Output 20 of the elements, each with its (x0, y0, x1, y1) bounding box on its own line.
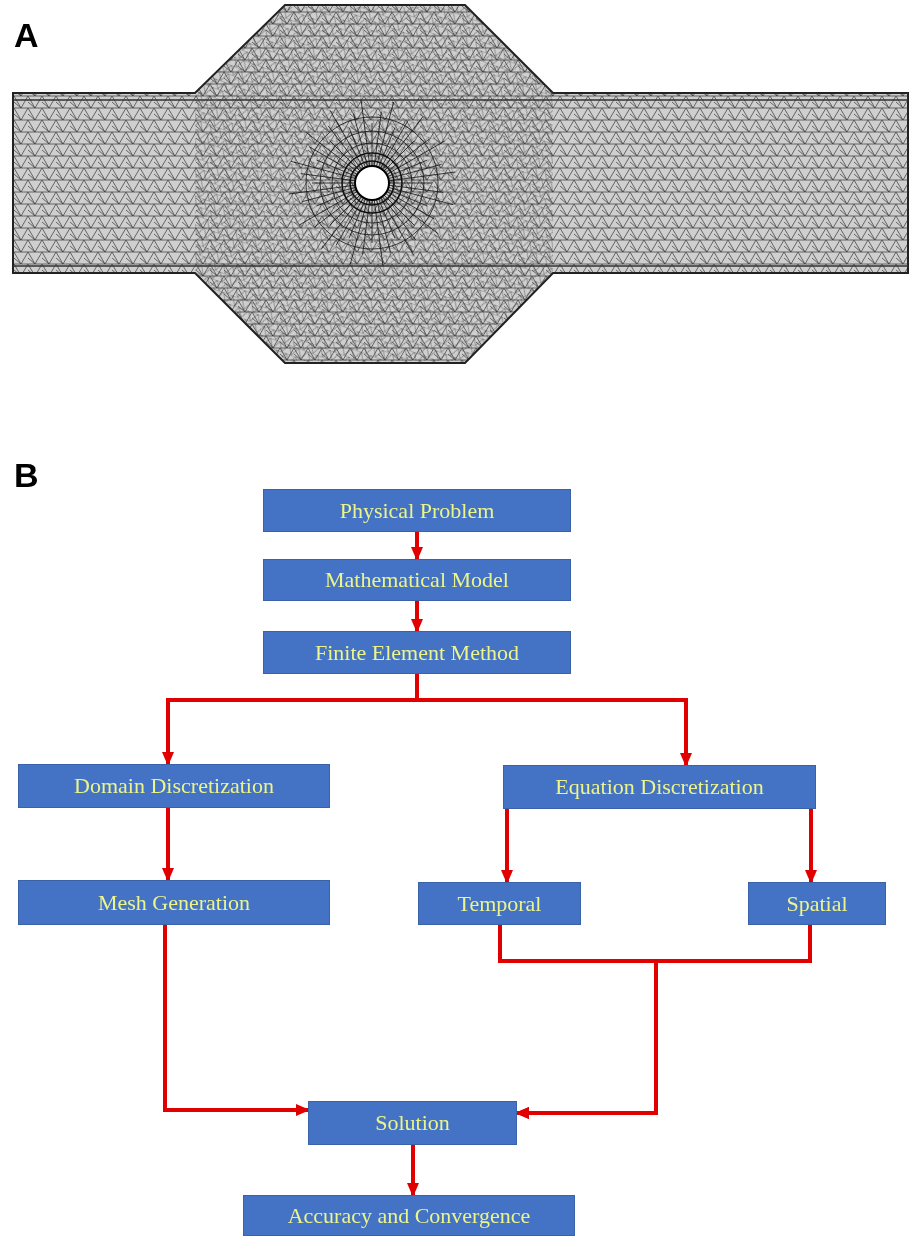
panel-label: A (14, 18, 39, 52)
process-box: Solution (308, 1101, 517, 1145)
arrow (805, 809, 817, 884)
process-box: Accuracy and Convergence (243, 1195, 575, 1236)
process-box: Physical Problem (263, 489, 571, 532)
process-box: Domain Discretization (18, 764, 330, 808)
arrow (407, 1145, 419, 1197)
arrow (162, 808, 174, 882)
process-box: Equation Discretization (503, 765, 816, 809)
arrow (163, 925, 310, 1116)
process-box: Finite Element Method (263, 631, 571, 674)
arrow (411, 601, 423, 633)
arrow (415, 674, 692, 767)
process-box: Spatial (748, 882, 886, 925)
process-box: Mathematical Model (263, 559, 571, 601)
arrow (411, 532, 423, 561)
arrow (501, 809, 513, 884)
panel-label: B (14, 458, 39, 492)
process-box: Mesh Generation (18, 880, 330, 925)
process-box: Temporal (418, 882, 581, 925)
